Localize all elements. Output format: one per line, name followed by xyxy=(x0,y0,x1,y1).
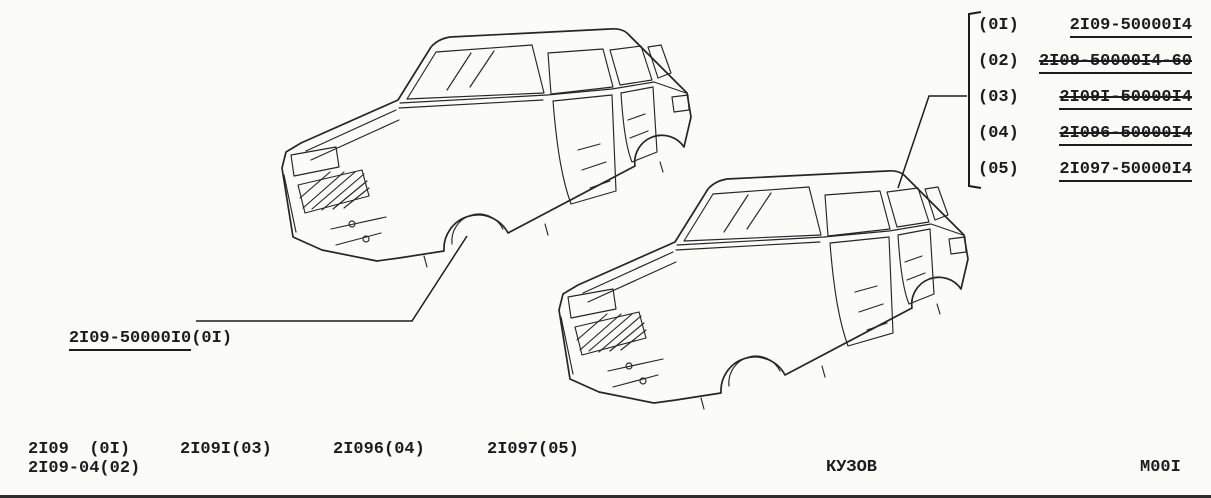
part-index: (05) xyxy=(978,160,1019,179)
footer-variant-5: 2I09-04(02) xyxy=(28,459,141,478)
parts-list-row: (04) 2I096-50000I4 xyxy=(978,124,1192,146)
part-index: (02) xyxy=(978,52,1019,71)
footer-variant-3: 2I096(04) xyxy=(333,440,425,459)
footer-variant-2: 2I09I(03) xyxy=(180,440,272,459)
part-number: 2I096-50000I4 xyxy=(1059,124,1192,146)
drawing-title: КУЗОВ xyxy=(826,458,878,477)
leader-line-parts-list xyxy=(897,95,967,189)
part-number: 2I097-50000I4 xyxy=(1059,160,1192,182)
parts-list: (0I) 2I09-50000I4 (02) 2I09-50000I4-60 (… xyxy=(978,16,1192,182)
car-body-drawing-2 xyxy=(558,169,969,410)
footer-variant-1: 2I09 (0I) xyxy=(28,440,131,459)
scan-edge-line xyxy=(0,495,1211,498)
sheet-code: M00I xyxy=(1140,458,1181,477)
part-number: 2I09-50000I4 xyxy=(1069,16,1192,38)
part-number: 2I09-50000I4-60 xyxy=(1038,52,1192,74)
leader-line-callout xyxy=(196,235,468,322)
parts-list-row: (03) 2I09I-50000I4 xyxy=(978,88,1192,110)
car-body-drawing-1 xyxy=(281,27,692,268)
part-index: (03) xyxy=(978,88,1019,107)
part-index: (0I) xyxy=(978,16,1019,35)
footer-variant-4: 2I097(05) xyxy=(487,440,579,459)
parts-list-row: (0I) 2I09-50000I4 xyxy=(978,16,1192,38)
parts-list-row: (02) 2I09-50000I4-60 xyxy=(978,52,1192,74)
parts-list-row: (05) 2I097-50000I4 xyxy=(978,160,1192,182)
part-number: 2I09I-50000I4 xyxy=(1059,88,1192,110)
callout-ref: (0I) xyxy=(191,329,233,348)
callout-label: 2I09-50000I0(0I) xyxy=(28,310,232,367)
parts-list-bracket xyxy=(968,11,982,189)
callout-part-number: 2I09-50000I0 xyxy=(68,329,192,351)
part-index: (04) xyxy=(978,124,1019,143)
